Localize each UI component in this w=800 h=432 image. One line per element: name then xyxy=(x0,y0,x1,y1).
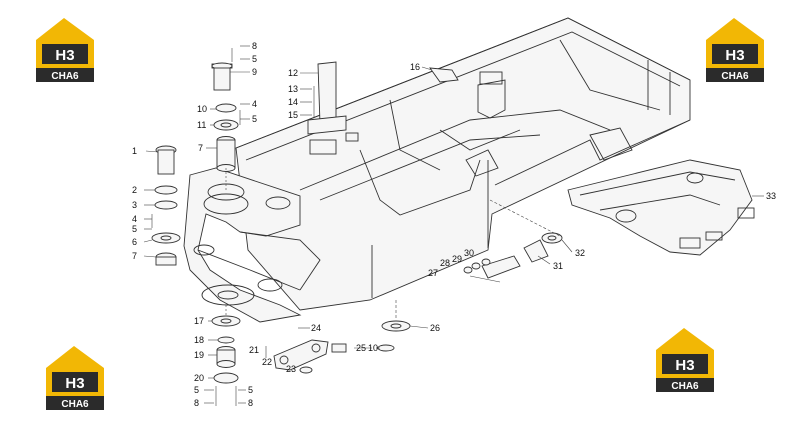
lower-pin-stack xyxy=(211,305,241,406)
callout-32: 32 xyxy=(575,248,585,258)
svg-text:H3: H3 xyxy=(65,375,84,392)
callout-1: 1 xyxy=(132,146,137,156)
washer-26 xyxy=(381,320,411,332)
svg-text:H3: H3 xyxy=(675,357,694,374)
callout-11: 11 xyxy=(197,120,206,130)
callout-5: 5 xyxy=(132,224,137,234)
callout-14: 14 xyxy=(288,97,298,107)
callout-4: 4 xyxy=(132,214,137,224)
rear-frame xyxy=(235,17,691,311)
callout-6: 6 xyxy=(132,237,137,247)
callout-29: 29 xyxy=(452,254,462,264)
callout-18: 18 xyxy=(194,335,204,345)
callout-10: 10 xyxy=(368,343,378,353)
leader-lines xyxy=(143,45,764,404)
stop-block xyxy=(307,61,347,135)
callout-30: 30 xyxy=(464,248,474,258)
watermark-logo-top-right: H3 CHA6 xyxy=(706,18,764,82)
callout-24: 24 xyxy=(311,323,321,333)
callout-31: 31 xyxy=(553,261,563,271)
svg-text:CHA6: CHA6 xyxy=(61,399,89,410)
callout-5: 5 xyxy=(252,54,257,64)
callout-27: 27 xyxy=(428,268,438,278)
parts-31-32 xyxy=(523,232,563,263)
callout-7: 7 xyxy=(132,251,137,261)
svg-text:H3: H3 xyxy=(725,47,744,64)
callout-23: 23 xyxy=(286,364,296,374)
svg-text:CHA6: CHA6 xyxy=(721,71,749,82)
callout-5: 5 xyxy=(194,385,199,395)
link-assembly-21-25 xyxy=(265,339,395,374)
callout-15: 15 xyxy=(288,110,298,120)
svg-text:CHA6: CHA6 xyxy=(671,381,699,392)
callout-8: 8 xyxy=(194,398,199,408)
callout-20: 20 xyxy=(194,373,204,383)
link-assembly-27-30 xyxy=(463,255,521,283)
callout-21: 21 xyxy=(249,345,259,355)
svg-text:H3: H3 xyxy=(55,47,74,64)
callout-33: 33 xyxy=(766,191,776,201)
callout-12: 12 xyxy=(288,68,298,78)
axle-support xyxy=(567,159,755,256)
callout-10: 10 xyxy=(197,104,207,114)
callout-28: 28 xyxy=(440,258,450,268)
callout-26: 26 xyxy=(430,323,440,333)
lug-16 xyxy=(429,67,459,83)
svg-text:CHA6: CHA6 xyxy=(51,71,79,82)
callout-9: 9 xyxy=(252,67,257,77)
callout-7: 7 xyxy=(198,143,203,153)
callout-25: 25 xyxy=(356,343,366,353)
callout-13: 13 xyxy=(288,84,298,94)
callout-16: 16 xyxy=(410,62,420,72)
callout-4: 4 xyxy=(252,99,257,109)
callout-5: 5 xyxy=(252,114,257,124)
left-pin-stack xyxy=(151,145,181,266)
callout-5: 5 xyxy=(248,385,253,395)
callout-8: 8 xyxy=(248,398,253,408)
callout-17: 17 xyxy=(194,316,204,326)
callout-19: 19 xyxy=(194,350,204,360)
watermark-logo-bottom-left: H3 CHA6 xyxy=(46,346,104,410)
watermark-logo-bottom-right: H3 CHA6 xyxy=(656,328,714,392)
callout-3: 3 xyxy=(132,200,137,210)
callout-labels: 1 2 3 4 4 5 5 5 5 5 5 6 7 7 8 8 8 9 10 1… xyxy=(132,41,776,408)
callout-2: 2 xyxy=(132,185,137,195)
watermark-logo-top-left: H3 CHA6 xyxy=(36,18,94,82)
callout-8: 8 xyxy=(252,41,257,51)
callout-22: 22 xyxy=(262,357,272,367)
upper-pin-stack xyxy=(211,48,241,190)
